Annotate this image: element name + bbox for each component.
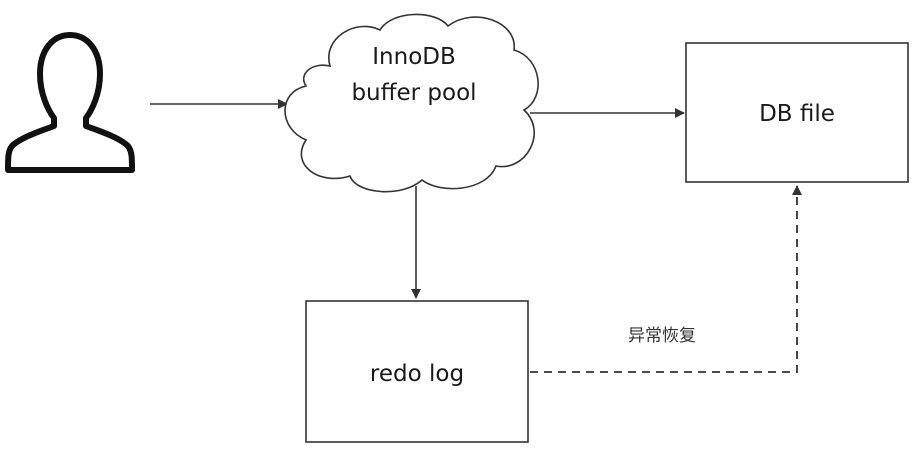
redo-log-label: redo log [370,361,464,387]
redo-log-box: redo log [305,300,529,443]
buffer-pool-cloud: InnoDB buffer pool [284,13,539,193]
buffer-pool-label-line1: InnoDB [372,44,456,70]
db-file-box: DB file [685,42,909,183]
recovery-label: 异常恢复 [628,326,696,346]
db-file-label: DB file [759,101,835,127]
arrow-redo-log-to-db-file-recovery [530,185,802,373]
user-icon [5,32,135,173]
buffer-pool-label-line2: buffer pool [351,80,476,106]
